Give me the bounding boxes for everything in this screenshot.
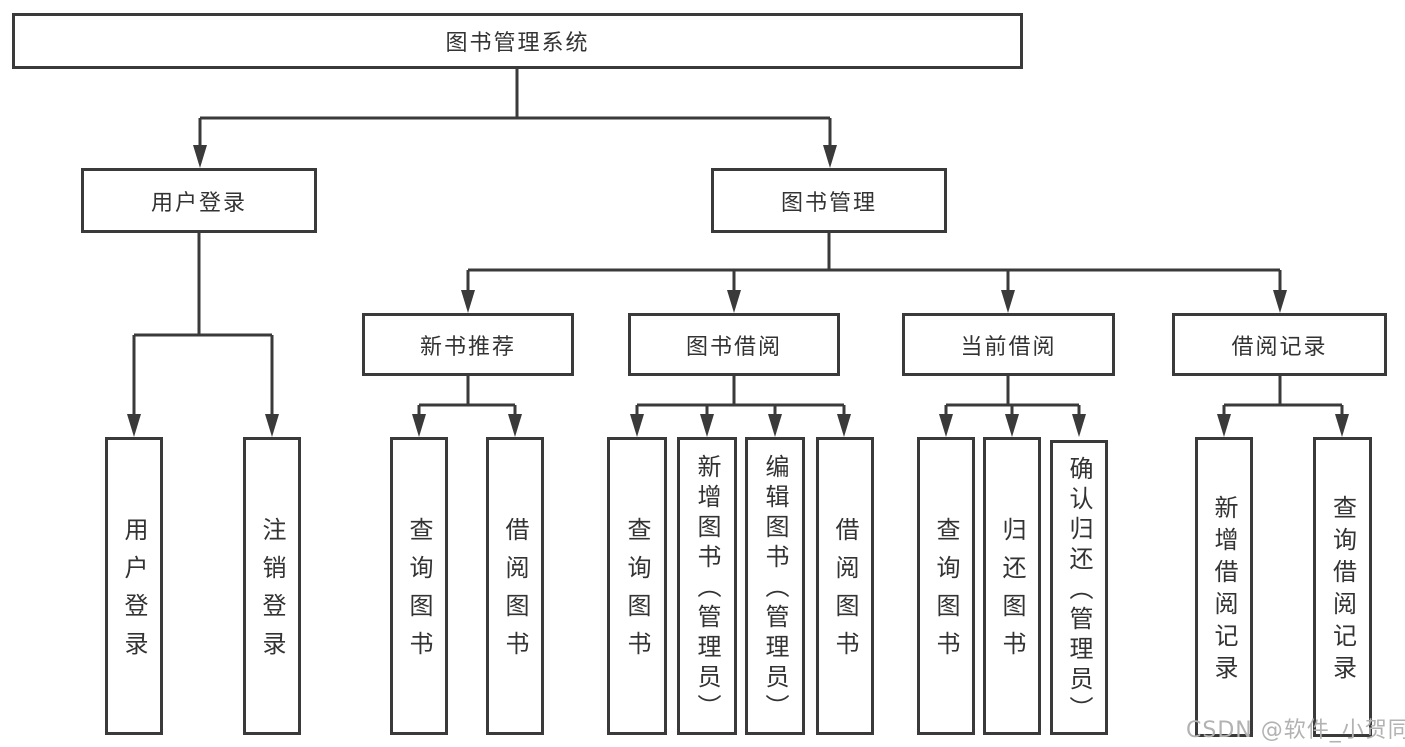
connector-root-to-level2 [198, 68, 832, 146]
node-label: 图书管理系统 [445, 31, 590, 56]
leaf-query-books-borrowing: 查询图书 [607, 437, 667, 735]
leaf-borrow-books: 借阅图书 [816, 437, 874, 735]
node-library-management-system: 图书管理系统 [12, 13, 1023, 69]
leaf-add-borrow-record: 新增借阅记录 [1195, 437, 1253, 737]
leaf-edit-books-admin: 编辑图书（管理员） [745, 437, 805, 735]
node-label: 图书管理 [780, 190, 877, 216]
leaf-query-borrow-record: 查询借阅记录 [1313, 437, 1372, 737]
connector-book-mgmt-children [466, 232, 1282, 291]
node-label: 用户登录 [150, 190, 247, 216]
node-current-borrowing: 当前借阅 [902, 313, 1115, 376]
node-new-book-recommend: 新书推荐 [362, 313, 574, 376]
leaf-query-books-recommend: 查询图书 [390, 437, 448, 735]
leaf-user-login: 用户登录 [105, 437, 163, 735]
node-label: 新书推荐 [419, 334, 516, 360]
node-borrowing-records: 借阅记录 [1172, 313, 1387, 376]
node-book-management: 图书管理 [711, 168, 947, 233]
leaf-add-books-admin: 新增图书（管理员） [677, 437, 737, 735]
node-label: 当前借阅 [960, 334, 1057, 360]
leaf-logout-login: 注销登录 [243, 437, 301, 735]
leaf-query-books-current: 查询图书 [917, 437, 975, 735]
node-user-login: 用户登录 [81, 168, 317, 233]
connector-new-book-children [417, 376, 517, 415]
connector-borrow-records-children [1222, 376, 1344, 415]
csdn-watermark: CSDN @软件_小贺同学 [1186, 718, 1405, 743]
leaf-confirm-return-admin: 确认归还（管理员） [1050, 440, 1108, 735]
connector-book-borrow-children [635, 376, 846, 415]
leaf-borrow-books-recommend: 借阅图书 [486, 437, 544, 735]
arrowheads [127, 145, 1349, 437]
node-book-borrowing: 图书借阅 [628, 313, 840, 376]
connector-user-login-children [132, 232, 274, 415]
node-label: 图书借阅 [685, 334, 782, 360]
node-label: 借阅记录 [1231, 334, 1328, 360]
leaf-return-books: 归还图书 [983, 437, 1041, 735]
connector-current-borrow-children [944, 376, 1081, 415]
